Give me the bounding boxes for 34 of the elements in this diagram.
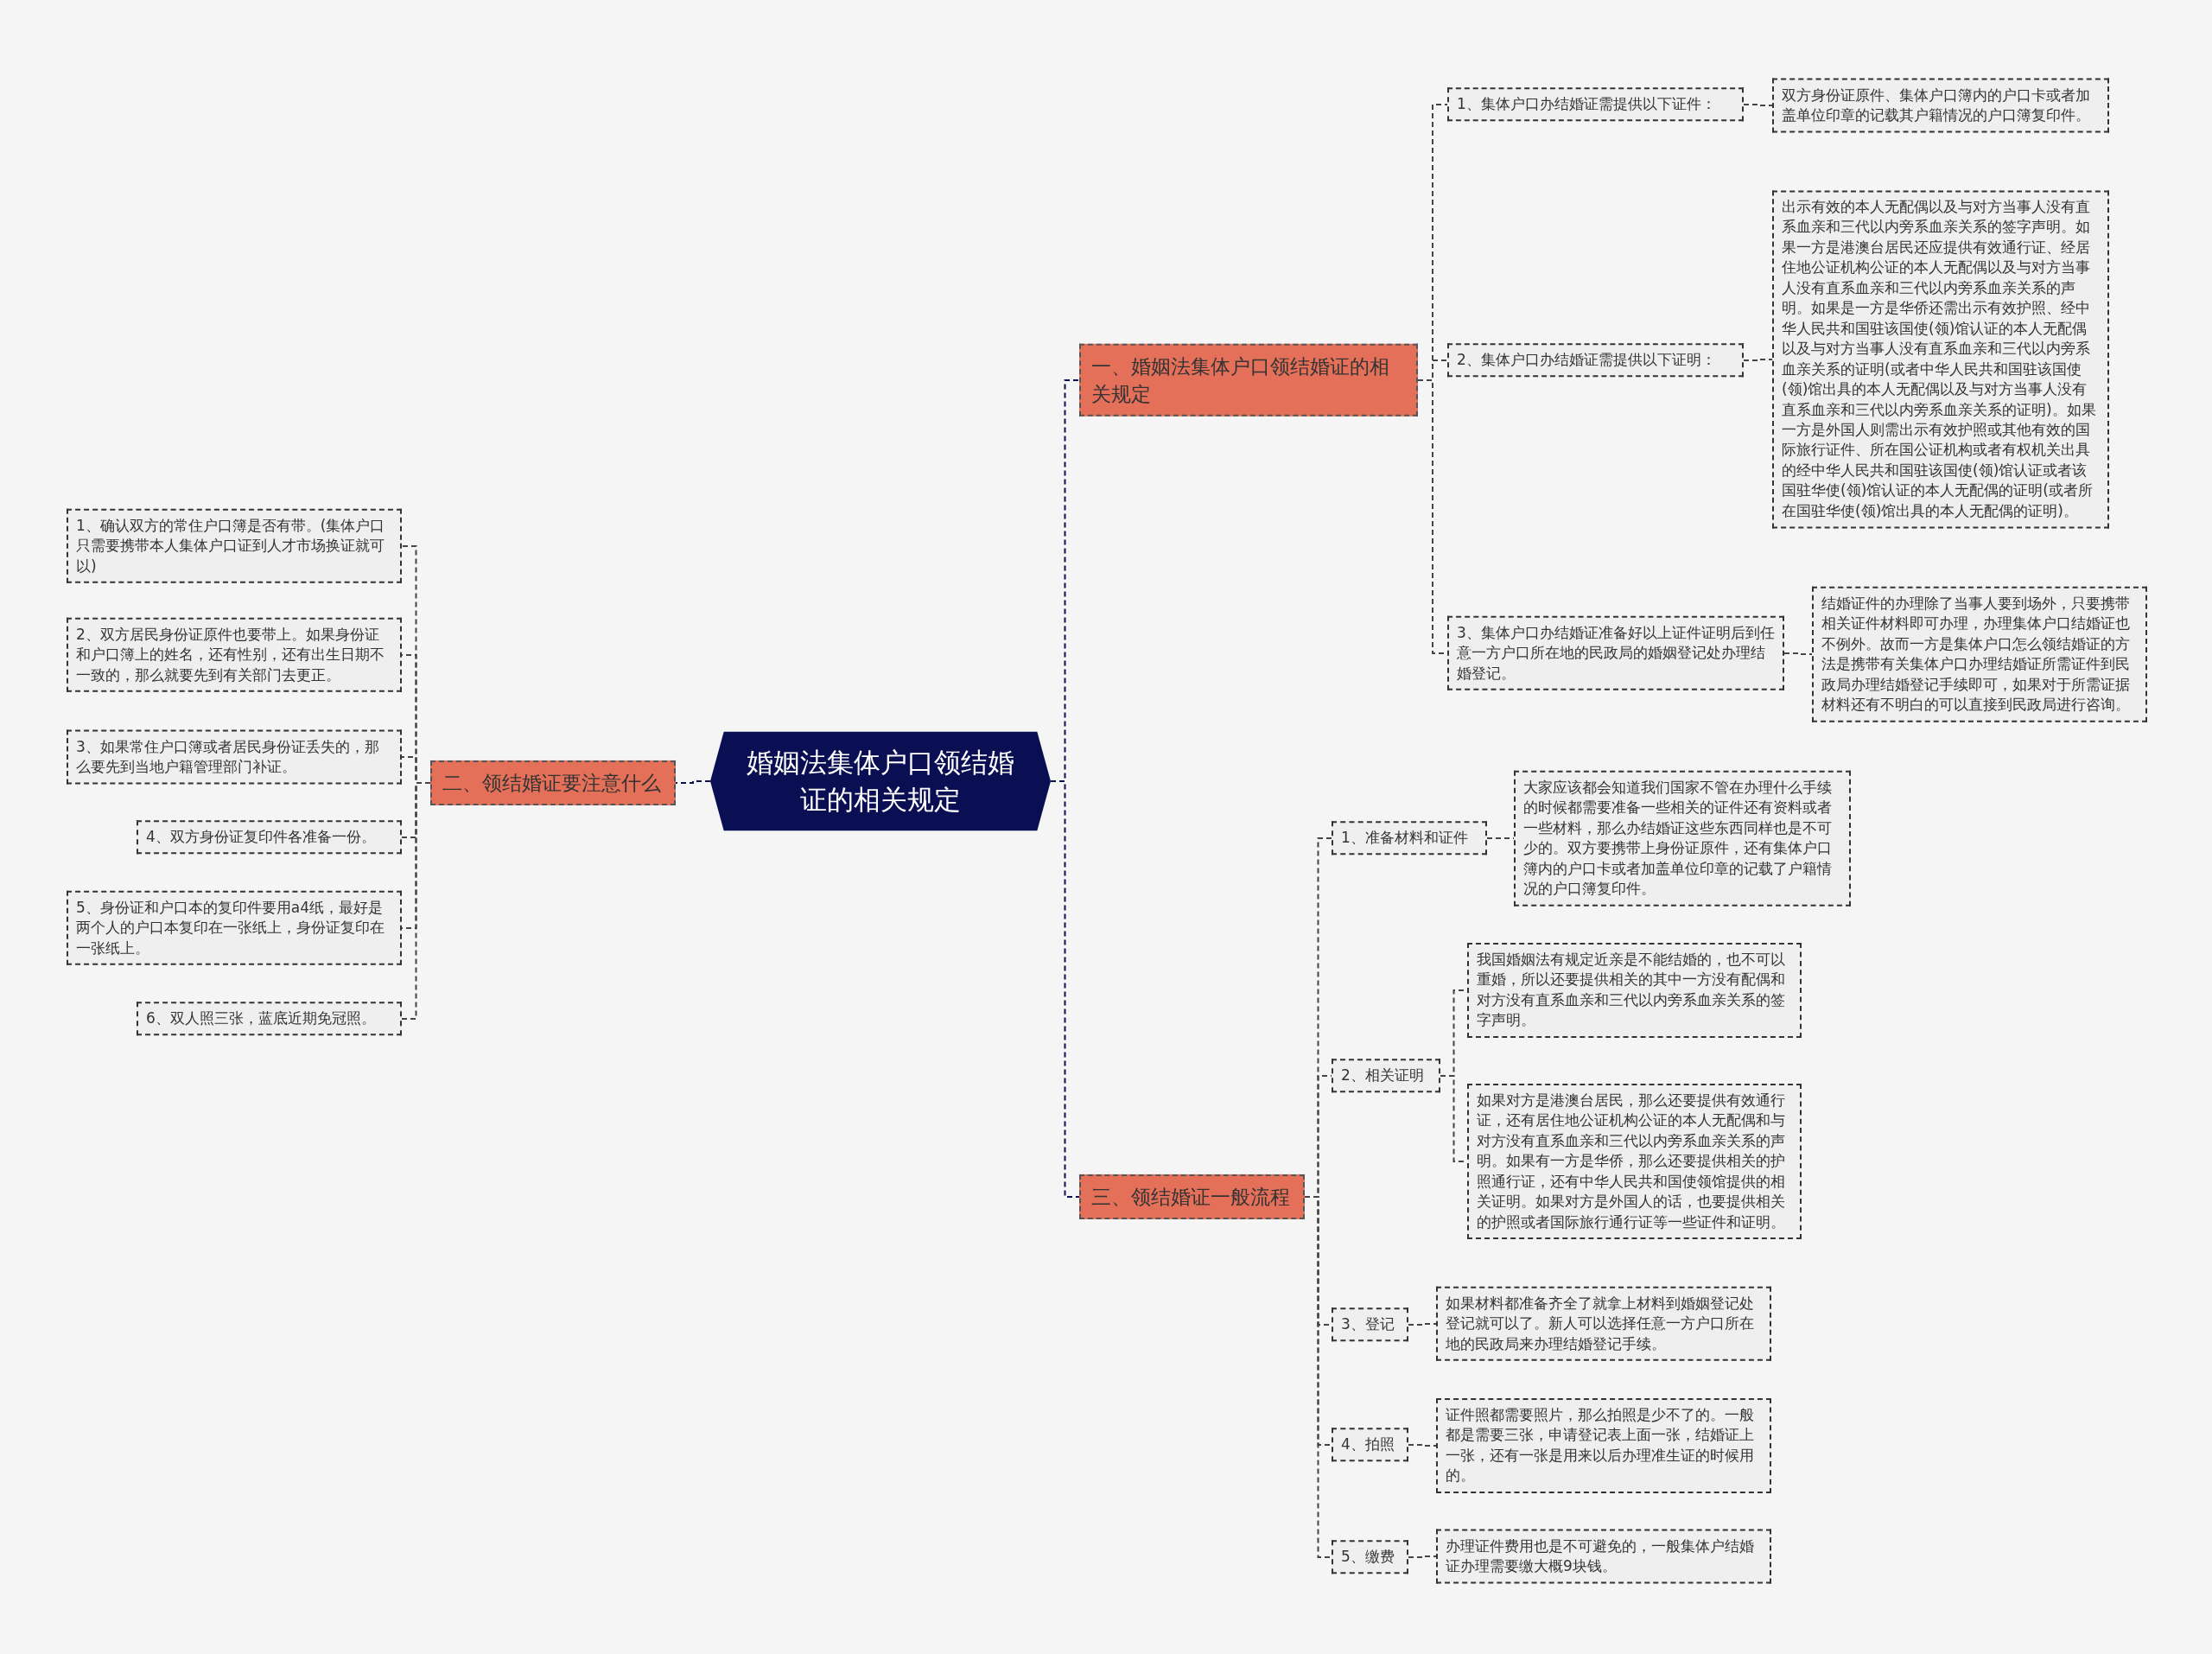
subtopic-box: 结婚证件的办理除了当事人要到场外，只要携带相关证件材料即可办理，办理集体户口结婚证也不例外。故而一方是集体户口怎么领结婚证的方法是携带有关集体户口办理结婚证所需证件到民政局办理结婚登记手续即可，如果对于所需证据材料还有不明白的可以直接到民政局进行咨询。 — [1812, 586, 2147, 722]
subtopic-box: 办理证件费用也是不可避免的，一般集体户结婚证办理需要缴大概9块钱。 — [1436, 1529, 1771, 1584]
connector-line — [1408, 1323, 1437, 1326]
subtopic-box: 2、集体户口办结婚证需提供以下证明： — [1447, 343, 1744, 378]
connector-line — [1783, 652, 1813, 655]
subtopic-box: 1、准备材料和证件 — [1332, 821, 1487, 856]
subtopic-box: 1、集体户口办结婚证需提供以下证件： — [1447, 87, 1744, 122]
subtopic-box: 出示有效的本人无配偶以及与对方当事人没有直系血亲和三代以内旁系血亲关系的签字声明。如果一方是港澳台居民还应提供有效通行证、经居住地公证机构公证的本人无配偶以及与对方当事人没有直系血亲和三代以内旁系血亲关系的声明。如果是一方是华侨还需出示有效护照、经中华人民共和国驻该国使(领)馆认证的本人无配偶以及与对方当事人没有直系血亲和三代以内旁系血亲关系的证明(或者中华人民共和国驻该国使(领)馆出具的本人无配偶以及与对方当事人没有直系血亲和三代以内旁系血亲关系的证明)。如果一方是外国人则需出示有效护照或其他有效的国际旅行证件、所在国公证机构或者有权机关出具的经中华人民共和国驻该国使(领)馆认证或者该国驻华使(领)馆认证的本人无配偶的证明(或者所在国驻华使(领)馆出具的本人无配偶的证明)。 — [1772, 190, 2109, 529]
connector-line — [1743, 104, 1773, 106]
subtopic-box: 如果材料都准备齐全了就拿上材料到婚姻登记处登记就可以了。新人可以选择任意一方户口所在地的民政局来办理结婚登记手续。 — [1436, 1286, 1771, 1362]
subtopic-box: 3、登记 — [1332, 1307, 1408, 1342]
branch-topic-box: 三、领结婚证一般流程 — [1079, 1174, 1305, 1220]
subtopic-box: 4、拍照 — [1332, 1428, 1408, 1462]
subtopic-box: 证件照都需要照片，那么拍照是少不了的。一般都是需要三张，申请登记表上面一张，结婚证上一张，还有一张是用来以后办理准生证的时候用的。 — [1436, 1398, 1771, 1493]
subtopic-box: 6、双人照三张，蓝底近期免冠照。 — [137, 1002, 402, 1036]
subtopic-box: 我国婚姻法有规定近亲是不能结婚的，也不可以重婚，所以还要提供相关的其中一方没有配偶和对方没有直系血亲和三代以内旁系血亲关系的签字声明。 — [1467, 943, 1802, 1038]
central-topic-hexagon: 婚姻法集体户口领结婚证的相关规定 — [710, 731, 1051, 831]
subtopic-box: 1、确认双方的常住户口簿是否有带。(集体户口只需要携带本人集体户口证到人才市场换证就可以) — [67, 508, 402, 584]
subtopic-box: 5、缴费 — [1332, 1540, 1408, 1574]
branch-topic-box: 二、领结婚证要注意什么 — [430, 760, 676, 806]
subtopic-box: 双方身份证原件、集体户口簿内的户口卡或者加盖单位印章的记载其户籍情况的户口簿复印件。 — [1772, 78, 2109, 133]
connector-line — [1743, 359, 1773, 361]
subtopic-box: 3、如果常住户口簿或者居民身份证丢失的，那么要先到当地户籍管理部门补证。 — [67, 729, 402, 785]
subtopic-box: 5、身份证和户口本的复印件要用a4纸，最好是两个人的户口本复印在一张纸上，身份证复印在一张纸上。 — [67, 890, 402, 966]
subtopic-box: 4、双方身份证复印件各准备一份。 — [137, 820, 402, 855]
subtopic-box: 2、相关证明 — [1332, 1059, 1440, 1093]
connector-line — [1408, 1555, 1437, 1558]
subtopic-box: 如果对方是港澳台居民，那么还要提供有效通行证，还有居住地公证机构公证的本人无配偶和与对方没有直系血亲和三代以内旁系血亲关系的声明。如果有一方是华侨，那么还要提供相关的护照通行证，还有中华人民共和国使领馆提供的相关证明。如果对方是外国人的话，也要提供相关的护照或者国际旅行通行证等一些证件和证明。 — [1467, 1083, 1802, 1240]
connector-line — [1408, 1444, 1437, 1447]
subtopic-box: 大家应该都会知道我们国家不管在办理什么手续的时候都需要准备一些相关的证件还有资料或者一些材料，那么办结婚证这些东西同样也是不可少的。双方要携带上身份证原件，还有集体户口簿内的户口卡或者加盖单位印章的记载了户籍情况的户口簿复印件。 — [1514, 770, 1851, 907]
subtopic-box: 2、双方居民身份证原件也要带上。如果身份证和户口簿上的姓名，还有性别，还有出生日期不一致的，那么就要先到有关部门去更正。 — [67, 617, 402, 693]
connector-line — [401, 782, 431, 1020]
branch-topic-box: 一、婚姻法集体户口领结婚证的相关规定 — [1079, 343, 1418, 417]
subtopic-box: 3、集体户口办结婚证准备好以上证件证明后到任意一方户口所在地的民政局的婚姻登记处办理结婚登记。 — [1447, 615, 1784, 691]
